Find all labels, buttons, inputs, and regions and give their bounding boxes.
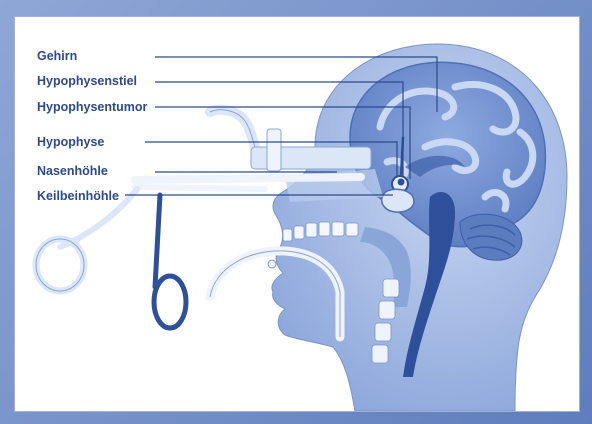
label-nasenhoehle: Nasenhöhle [37, 164, 108, 178]
label-gehirn: Gehirn [37, 49, 77, 63]
pituitary-tumor [398, 179, 405, 186]
label-hypophysenstiel: Hypophysenstiel [37, 74, 137, 88]
diagram-panel: Gehirn Hypophysenstiel Hypophysentumor H… [14, 16, 580, 412]
label-hypophysentumor: Hypophysentumor [37, 100, 147, 114]
label-keilbeinhoehle: Keilbeinhöhle [37, 189, 119, 203]
sphenoid-sinus [382, 189, 414, 212]
label-hypophyse: Hypophyse [37, 135, 104, 149]
suction-tip [268, 260, 276, 268]
